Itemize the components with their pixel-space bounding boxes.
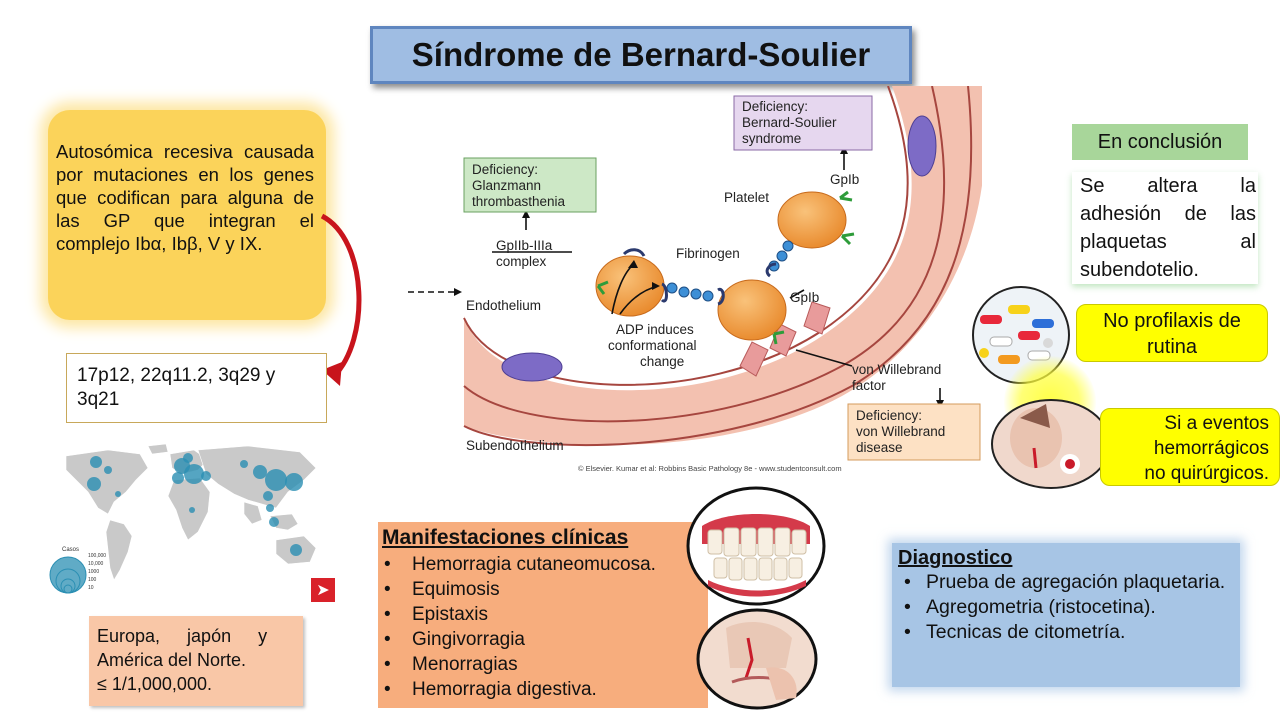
diagnostic-title: Diagnostico [898, 547, 1013, 569]
list-item: Agregometria (ristocetina). [898, 595, 1232, 620]
svg-text:factor: factor [852, 378, 886, 393]
fibrinogen-label: Fibrinogen [676, 246, 740, 261]
list-item: Hemorragia cutaneomucosa. [382, 552, 700, 577]
gene-loci-box: 17p12, 22q11.2, 3q29 y 3q21 [66, 353, 327, 423]
svg-text:change: change [640, 354, 684, 369]
svg-text:thrombasthenia: thrombasthenia [472, 194, 566, 209]
list-item: Hemorragia digestiva. [382, 677, 700, 702]
epidemiology-line-1: Europa, japón y [97, 626, 268, 646]
image-credit: © Elsevier. Kumar et al: Robbins Basic P… [578, 464, 842, 473]
conclusion-title: En conclusión [1072, 124, 1248, 160]
manifestations-title: Manifestaciones clínicas [382, 526, 629, 549]
world-map: Casos 100,000 10,000 1000 100 10 [49, 443, 317, 594]
genetics-text: Autosómica recesiva causada por mutacion… [56, 141, 314, 254]
gingival-bleeding-image [686, 486, 826, 606]
diagnostic-list: Prueba de agregación plaquetaria. Agrego… [898, 570, 1232, 645]
svg-text:100: 100 [88, 577, 97, 583]
epistaxis-image [696, 608, 818, 710]
conclusion-body: Se altera la adhesión de las plaquetas a… [1072, 172, 1258, 284]
nosebleed-image [991, 399, 1111, 489]
play-arrow-icon[interactable]: ➤ [311, 578, 335, 602]
gpib-mid-label: GpIb [790, 290, 819, 305]
map-legend-title: Casos [62, 547, 79, 553]
curved-arrow-icon [320, 213, 362, 386]
svg-text:disease: disease [856, 440, 903, 455]
diagnostic-box: Diagnostico Prueba de agregación plaquet… [892, 543, 1240, 687]
platelet-label: Platelet [724, 190, 769, 205]
page-title: Síndrome de Bernard-Soulier [370, 26, 912, 84]
no-prophylaxis-note: No profilaxis de rutina [1076, 304, 1268, 362]
svg-text:conformational: conformational [608, 338, 697, 353]
svg-text:Bernard-Soulier: Bernard-Soulier [742, 115, 837, 130]
list-item: Equimosis [382, 577, 700, 602]
svg-text:Glanzmann: Glanzmann [472, 178, 541, 193]
list-item: Menorragias [382, 652, 700, 677]
genetics-box: Autosómica recesiva causada por mutacion… [48, 110, 326, 320]
gene-loci-text: 17p12, 22q11.2, 3q29 y 3q21 [77, 365, 276, 410]
platelet-adhesion-diagram: Deficiency: Bernard-Soulier syndrome Def… [408, 86, 982, 473]
svg-text:10,000: 10,000 [88, 561, 104, 567]
clinical-manifestations-box: Manifestaciones clínicas Hemorragia cuta… [378, 522, 708, 708]
if-events-note: Si a eventos hemorrágicos no quirúrgicos… [1100, 408, 1280, 486]
svg-text:complex: complex [496, 254, 547, 269]
list-item: Gingivorragia [382, 627, 700, 652]
deficiency-glanzmann-label: Deficiency: [472, 162, 538, 177]
svg-text:10: 10 [88, 585, 94, 591]
manifestations-list: Hemorragia cutaneomucosa. Equimosis Epis… [382, 552, 700, 702]
deficiency-vwd-label: Deficiency: [856, 408, 922, 423]
epidemiology-line-3: ≤ 1/1,000,000. [97, 674, 212, 694]
svg-text:1000: 1000 [88, 569, 99, 575]
svg-text:100,000: 100,000 [88, 553, 106, 559]
adp-label: ADP induces [616, 322, 694, 337]
list-item: Tecnicas de citometría. [898, 620, 1232, 645]
deficiency-bss-label: Deficiency: [742, 99, 808, 114]
endothelium-label: Endothelium [466, 298, 541, 313]
svg-text:syndrome: syndrome [742, 131, 801, 146]
subendothelium-label: Subendothelium [466, 438, 564, 453]
list-item: Epistaxis [382, 602, 700, 627]
vwf-label: von Willebrand [852, 362, 941, 377]
gpiib-label: GpIIb-IIIa [496, 238, 553, 253]
epidemiology-box: Europa, japón y América del Norte. ≤ 1/1… [89, 616, 303, 706]
svg-text:von Willebrand: von Willebrand [856, 424, 945, 439]
gpib-top-label: GpIb [830, 172, 859, 187]
list-item: Prueba de agregación plaquetaria. [898, 570, 1232, 595]
epidemiology-line-2: América del Norte. [97, 650, 247, 670]
